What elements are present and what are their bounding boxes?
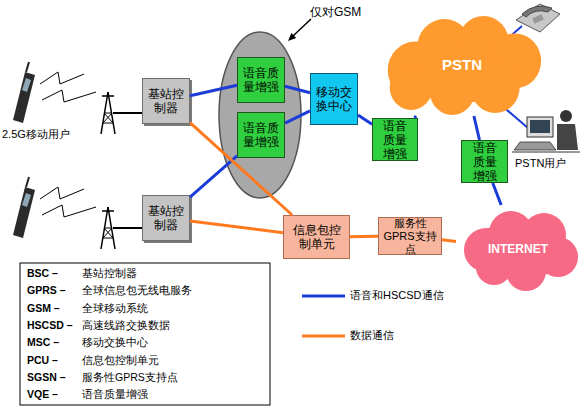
mobile-site	[13, 62, 142, 134]
gsm-group: 仅对GSM语音质量增强语音质量增强	[218, 31, 302, 199]
node-label: 语音质量增强	[243, 121, 279, 149]
controller-box: 基站控制器	[142, 195, 190, 241]
data-link	[190, 221, 283, 233]
node-label: 语音质量增强	[467, 141, 502, 183]
abbreviation-cell: GSM –	[27, 302, 60, 315]
pstn-user	[500, 104, 580, 152]
abbreviation-cell: 高速线路交换数据	[82, 319, 170, 332]
abbreviation-cell: 基站控制器	[82, 267, 137, 280]
voice-link	[414, 116, 416, 118]
abbreviation-cell: SGSN –	[27, 371, 66, 384]
abbreviation-cell: 移动交换中心	[82, 336, 148, 349]
callout-arrow	[288, 19, 311, 41]
support-node-box: 服务性GPRS支持点	[378, 217, 442, 255]
node-label: 基站控制器	[148, 204, 184, 232]
abbreviation-cell: 服务性GPRS支持点	[82, 371, 178, 384]
node-label: 语音质量增强	[378, 119, 412, 161]
user-label: PSTN用户	[515, 157, 566, 170]
abbreviation-frame	[20, 263, 270, 405]
node-label: 基站控制器	[148, 87, 184, 115]
enhancer-box: 语音质量增强	[461, 140, 508, 183]
enhancer-box: 语音质量增强	[237, 112, 285, 158]
voice-link	[358, 115, 372, 124]
node-label: INTERNET	[488, 242, 548, 256]
abbreviation-cell: HSCSD –	[27, 319, 73, 332]
enhancer-box: 语音质量增强	[372, 118, 418, 161]
voice-link	[493, 183, 501, 205]
data-link	[190, 123, 292, 215]
abbreviation-cell: GPRS –	[27, 284, 66, 297]
node-label: 语音质量增强	[243, 66, 279, 94]
user-label: 2.5G移动用户	[2, 128, 70, 141]
abbreviation-cell: 语音质量增强	[82, 388, 148, 401]
legend-text: 语音和HSCSD通信	[350, 289, 444, 302]
node-label: 服务性GPRS支持点	[380, 217, 440, 256]
mobile-site	[13, 177, 142, 249]
legend-text: 数据通信	[350, 329, 394, 342]
node-label: 信息包控制单元	[289, 223, 344, 251]
node-label: PSTN	[442, 58, 482, 72]
voice-link	[190, 85, 237, 95]
voice-link	[474, 116, 480, 140]
abbreviation-cell: BSC –	[27, 267, 58, 280]
switch-box: 移动交换中心	[310, 73, 358, 125]
enhancer-box: 语音质量增强	[237, 57, 285, 103]
abbreviation-cell: PCU –	[27, 354, 58, 367]
abbreviation-cell: 全球信息包无线电服务	[82, 284, 192, 297]
voice-link	[285, 111, 310, 123]
node-label: 移动交换中心	[316, 85, 352, 113]
node-label: 仅对GSM	[310, 5, 361, 19]
abbreviation-cell: 信息包控制单元	[82, 354, 159, 367]
voice-link	[190, 156, 237, 197]
network-cloud: INTERNET	[456, 205, 580, 293]
abbreviation-cell: 全球移动系统	[82, 302, 148, 315]
network-cloud: PSTN	[376, 14, 548, 116]
data-link	[350, 235, 378, 238]
abbreviation-cell: MSC –	[27, 336, 59, 349]
data-link	[442, 240, 456, 242]
controller-box: 基站控制器	[142, 78, 190, 124]
legend-samples	[302, 296, 345, 336]
packet-box: 信息包控制单元	[283, 215, 350, 259]
abbreviation-cell: VQE –	[27, 388, 58, 401]
voice-link	[285, 86, 310, 93]
